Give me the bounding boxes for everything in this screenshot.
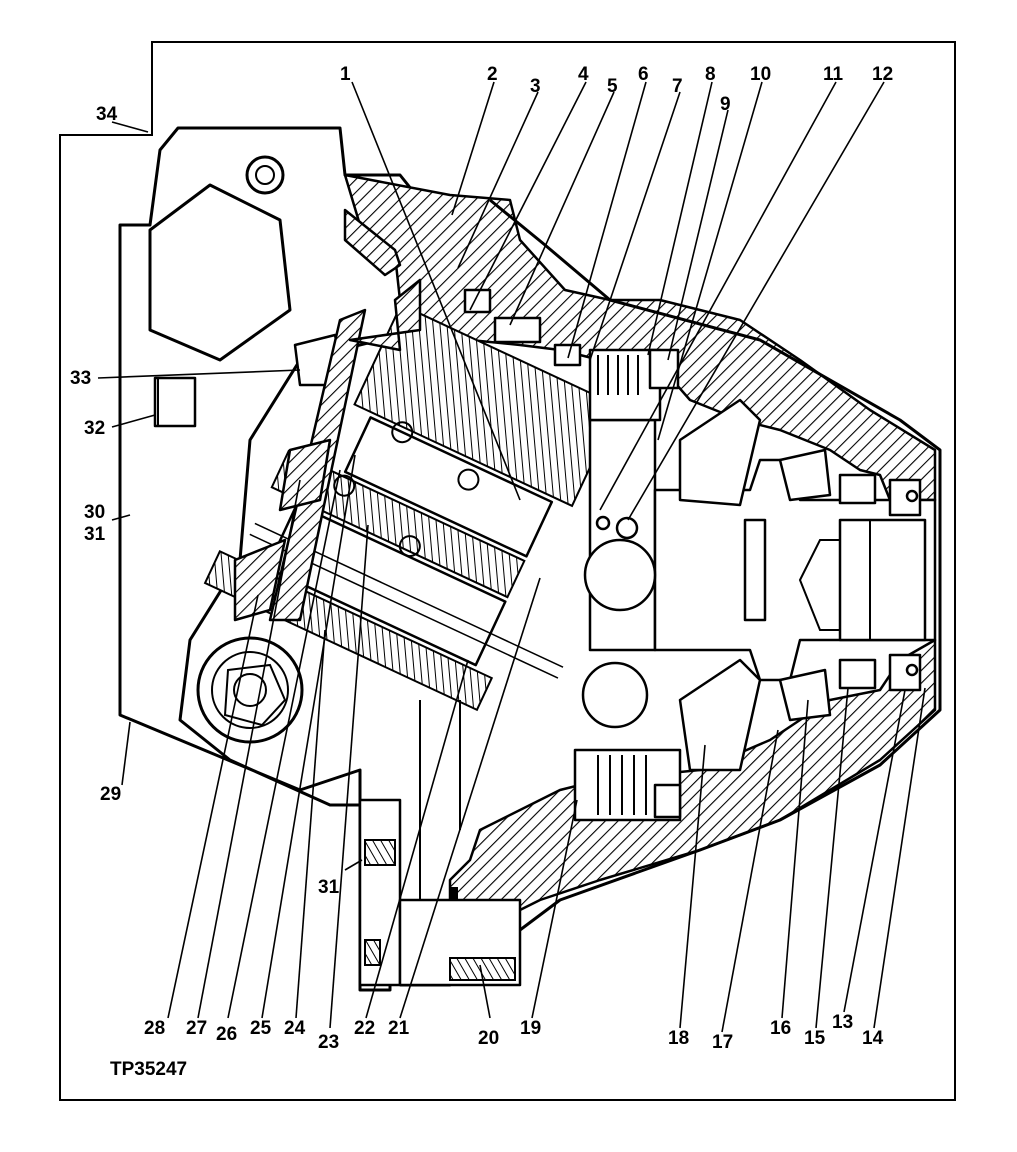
callout-10: 10 — [750, 64, 771, 85]
callout-27: 27 — [186, 1018, 207, 1039]
callout-13: 13 — [832, 1012, 853, 1033]
callout-28: 28 — [144, 1018, 165, 1039]
callout-32: 32 — [84, 418, 105, 439]
figure-frame — [59, 41, 956, 1101]
callout-29: 29 — [100, 784, 121, 805]
callout-25: 25 — [250, 1018, 272, 1039]
callout-2: 2 — [487, 64, 498, 85]
tapered-bearings — [678, 398, 877, 772]
callout-26: 26 — [216, 1024, 237, 1045]
callout-15: 15 — [804, 1028, 826, 1049]
callout-1: 1 — [340, 64, 351, 85]
brake-disc-stack-lower — [573, 748, 682, 822]
callout-21: 21 — [388, 1018, 410, 1039]
callout-31-bottom: 31 — [318, 877, 340, 898]
callout-7: 7 — [672, 76, 683, 97]
callout-19: 19 — [520, 1018, 541, 1039]
brake-disc-stack-upper — [588, 348, 680, 422]
callout-16: 16 — [770, 1018, 791, 1039]
callout-18: 18 — [668, 1028, 689, 1049]
callout-24: 24 — [284, 1018, 306, 1039]
callout-8: 8 — [705, 64, 716, 85]
callout-4: 4 — [578, 64, 589, 85]
callout-11: 11 — [823, 64, 844, 85]
figure-id: TP35247 — [110, 1059, 187, 1080]
piston-balls — [581, 515, 657, 729]
callout-labels: 1 2 3 4 5 6 7 8 9 10 11 12 13 14 15 16 1… — [70, 64, 893, 1053]
callout-12: 12 — [872, 64, 893, 85]
callout-33: 33 — [70, 368, 91, 389]
callout-31-left: 31 — [84, 524, 106, 545]
callout-14: 14 — [862, 1028, 884, 1049]
callout-5: 5 — [607, 76, 618, 97]
callout-30: 30 — [84, 502, 105, 523]
leader-lines — [97, 81, 926, 1033]
callout-22: 22 — [354, 1018, 375, 1039]
bottom-fitting — [358, 700, 522, 987]
callout-23: 23 — [318, 1032, 339, 1053]
callout-17: 17 — [712, 1032, 733, 1053]
callout-9: 9 — [720, 94, 731, 115]
callout-6: 6 — [638, 64, 649, 85]
callout-3: 3 — [530, 76, 541, 97]
callout-34: 34 — [96, 104, 118, 125]
callout-20: 20 — [478, 1028, 499, 1049]
outer-case — [400, 198, 942, 987]
